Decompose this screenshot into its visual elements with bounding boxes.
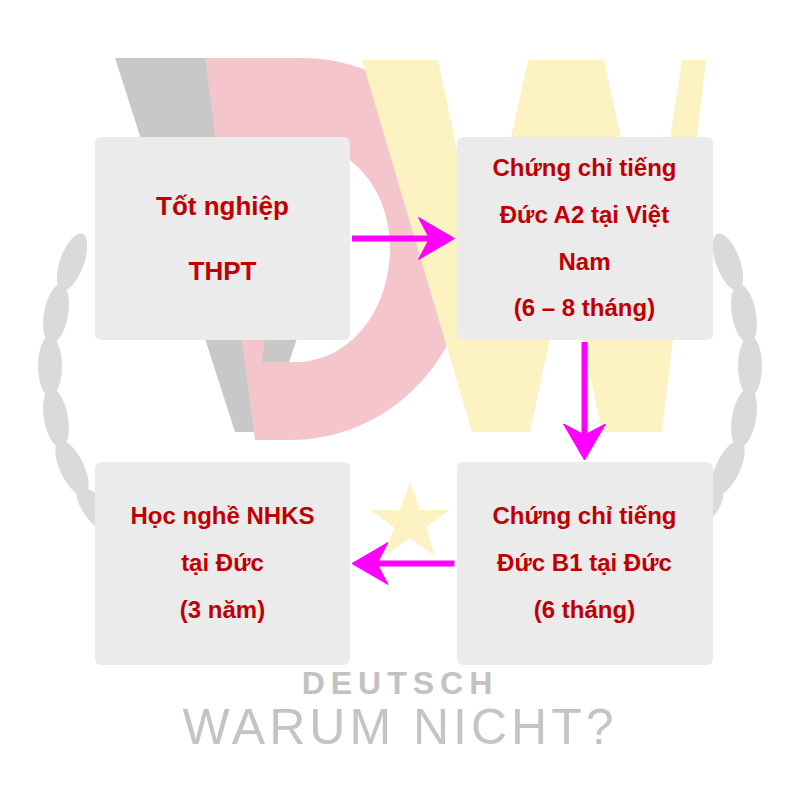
- star-symbol: [370, 482, 450, 556]
- arrow-line: [582, 342, 588, 435]
- process-box: Chứng chỉ tiếng Đức A2 tại Việt Nam(6 – …: [457, 137, 713, 340]
- arrow-line: [377, 561, 455, 567]
- duration-text: (3 năm): [180, 587, 265, 634]
- arrow-head: [564, 424, 606, 460]
- flow-arrow: [352, 543, 455, 585]
- process-box: Chứng chỉ tiếng Đức B1 tại Đức(6 tháng): [457, 462, 713, 665]
- box-text: Chứng chỉ tiếng Đức B1 tại Đức: [471, 493, 699, 587]
- box-text: Chứng chỉ tiếng Đức A2 tại Việt Nam: [471, 145, 699, 285]
- arrow-head: [419, 218, 455, 260]
- watermark-text: DEUTSCH: [0, 666, 800, 701]
- process-box: Học nghề NHKS tại Đức(3 năm): [95, 462, 350, 665]
- process-box: Tốt nghiệp THPT: [95, 137, 350, 340]
- watermark-slogan: WARUM NICHT?: [0, 700, 800, 755]
- duration-text: (6 – 8 tháng): [514, 285, 655, 332]
- flow-arrow: [564, 342, 606, 460]
- arrow-line: [352, 236, 430, 242]
- flow-arrow: [352, 218, 455, 260]
- box-text: Tốt nghiệp THPT: [143, 174, 303, 304]
- arrow-head: [352, 543, 388, 585]
- duration-text: (6 tháng): [534, 587, 635, 634]
- box-text: Học nghề NHKS tại Đức: [123, 493, 323, 587]
